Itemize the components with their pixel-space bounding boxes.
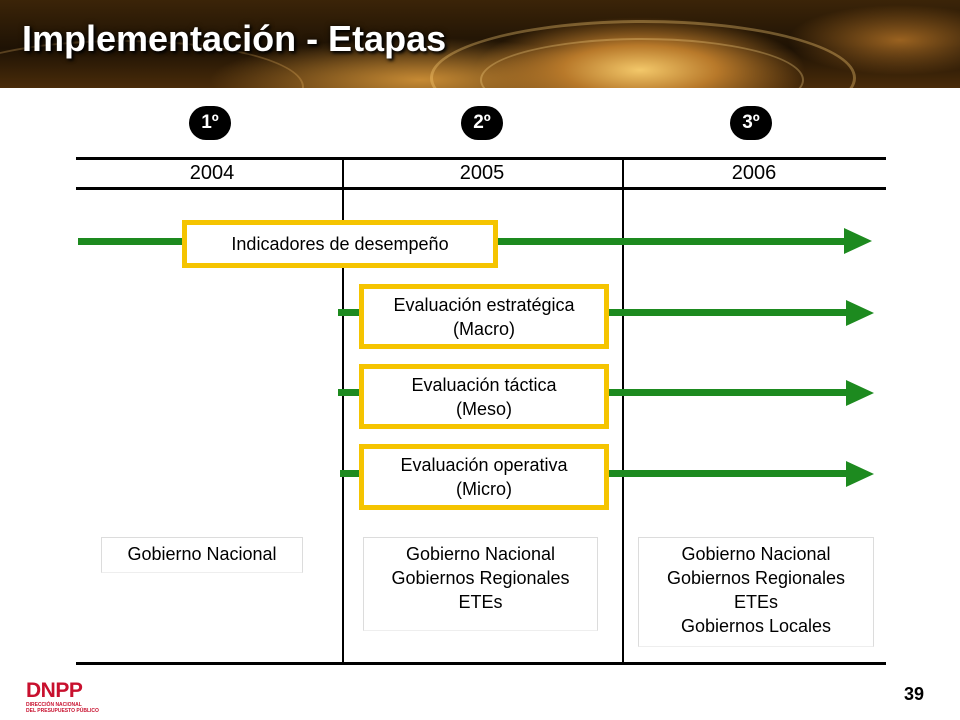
box-evaluacion-estrategica: Evaluación estratégica (Macro) [359, 284, 609, 349]
box-line: (Macro) [453, 318, 515, 339]
year-header-2005: 2005 [459, 162, 505, 184]
arrow-head [846, 461, 874, 487]
government-line: ETEs [733, 592, 778, 612]
box-evaluacion-tactica: Evaluación táctica (Meso) [359, 364, 609, 429]
government-line: Gobiernos Locales [680, 616, 832, 636]
government-box-2005: Gobierno Nacional Gobiernos Regionales E… [363, 537, 598, 631]
year-header-2004: 2004 [189, 162, 235, 184]
box-line: (Micro) [456, 479, 512, 499]
government-box-2004: Gobierno Nacional [101, 537, 303, 573]
year-header-2006: 2006 [731, 162, 777, 184]
stage-badge-2: 2º [461, 106, 503, 140]
column-divider [342, 157, 344, 664]
government-box-2006: Gobierno Nacional Gobiernos Regionales E… [638, 537, 874, 647]
box-line: Evaluación estratégica [393, 294, 575, 315]
logo-subtitle: DIRECCIÓN NACIONAL [26, 702, 82, 708]
page-number: 39 [904, 684, 925, 704]
header-banner: Implementación - Etapas [0, 0, 960, 88]
column-divider [622, 157, 624, 664]
box-evaluacion-operativa: Evaluación operativa (Micro) [359, 444, 609, 510]
arrow-head [844, 228, 872, 254]
government-line: Gobierno Nacional [681, 544, 831, 564]
arrow-head [846, 300, 874, 326]
slide-title: Implementación - Etapas [22, 18, 447, 59]
dnpp-logo: DNPP DIRECCIÓN NACIONAL DEL PRESUPUESTO … [20, 680, 110, 716]
logo-subtitle: DEL PRESUPUESTO PÚBLICO [26, 708, 99, 714]
arrow-head [846, 380, 874, 406]
box-line: Evaluación operativa [400, 455, 568, 475]
table-top-rule [76, 157, 886, 160]
stage-badge-3: 3º [730, 106, 772, 140]
box-line: (Meso) [455, 398, 512, 419]
table-header-rule [76, 187, 886, 190]
table-bottom-rule [76, 662, 886, 665]
box-line: Evaluación táctica [411, 374, 557, 395]
box-indicadores-desempeno: Indicadores de desempeño [182, 220, 498, 268]
government-line: Gobierno Nacional [127, 544, 277, 564]
logo-name: DNPP [26, 679, 83, 702]
government-line: Gobiernos Regionales [391, 568, 570, 588]
stage-badge-1: 1º [189, 106, 231, 140]
box-line: Indicadores de desempeño [231, 234, 449, 254]
government-line: Gobiernos Regionales [666, 568, 846, 588]
government-line: Gobierno Nacional [405, 544, 556, 564]
government-line: ETEs [458, 592, 503, 612]
